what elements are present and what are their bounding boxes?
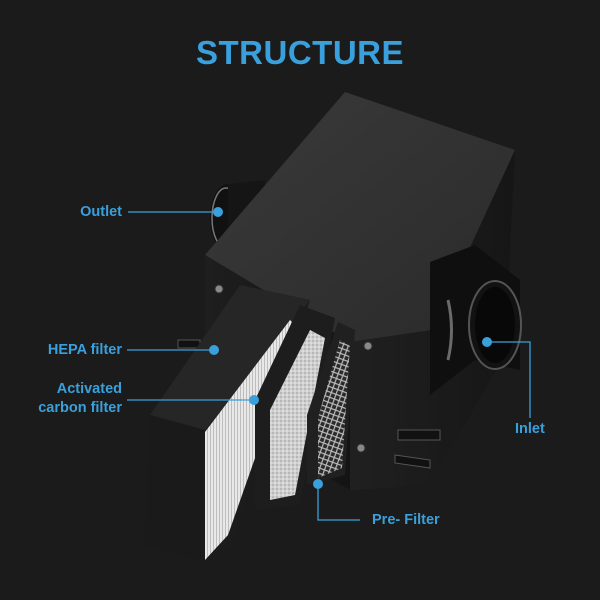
outlet-label: Outlet [80,204,122,220]
hepa-filter-label: HEPA filter [47,342,122,358]
pre-filter [307,322,355,485]
hepa-filter [145,285,310,560]
activated-carbon-filter-label: Activated carbon filter [38,381,122,416]
pre-filter-label: Pre- Filter [372,512,440,528]
activated-carbon-filter [255,305,335,510]
page-title: STRUCTURE [196,34,404,71]
inlet-label: Inlet [515,421,545,437]
